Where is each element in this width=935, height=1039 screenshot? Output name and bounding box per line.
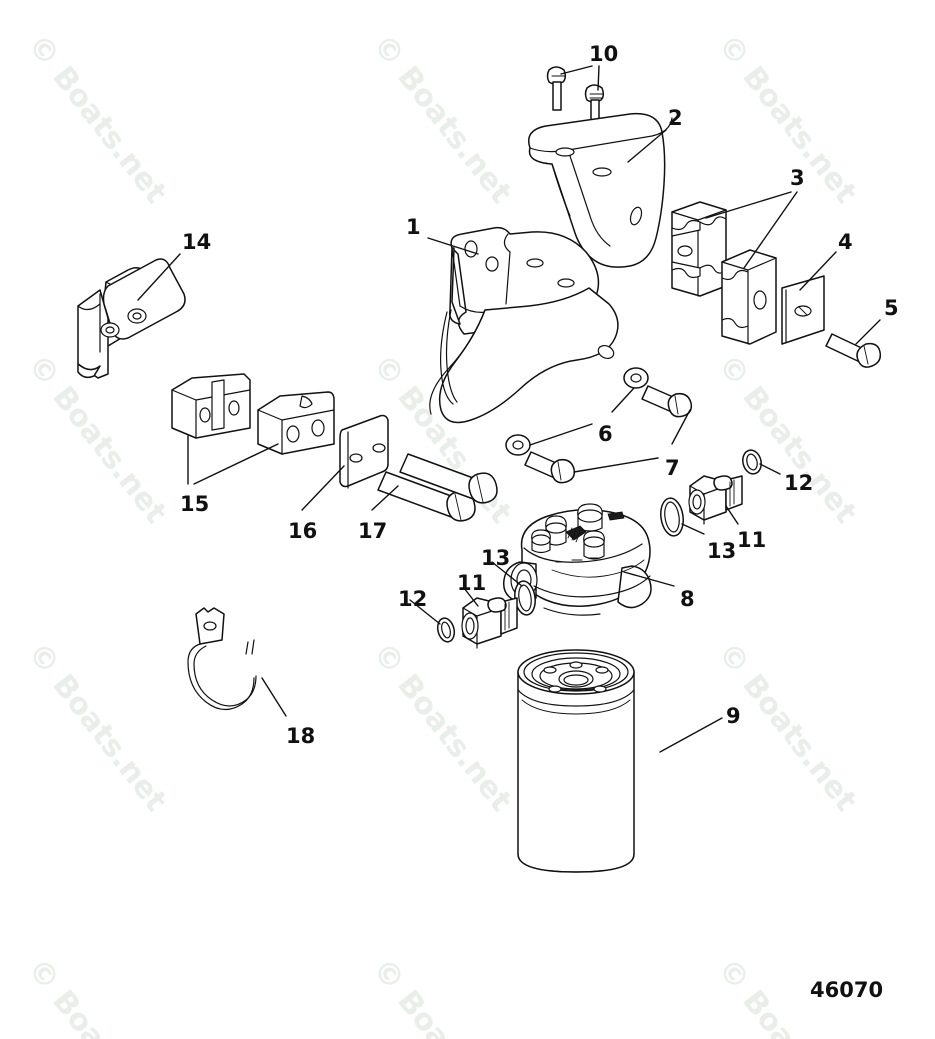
part-fuel-filter-canister [517,649,635,873]
part-hex-bolt-short-1 [641,385,693,418]
part-mounting-bracket-upper [528,112,673,268]
part-hex-bolt-short-2 [524,451,576,484]
part-anode-bracket [77,258,186,379]
part-clamp-half-2 [257,391,335,455]
part-o-ring-small-right [742,449,762,475]
part-retaining-clip [187,607,257,711]
part-spacer-plate [339,414,389,489]
part-backing-plate [781,275,825,345]
part-o-ring-small-left [436,617,456,643]
part-mounting-bracket-lower [429,226,619,424]
part-hex-bolt-long [825,333,882,368]
part-o-ring-large-left [514,580,536,616]
part-flat-washer-2 [505,434,531,456]
figure-number: 46070 [810,978,884,1002]
part-hose-fitting-right [688,475,743,525]
part-hex-bolt-medium-2 [399,453,498,504]
part-hose-fitting-left [461,597,518,649]
part-clamp-block-2 [721,249,777,345]
part-o-ring-large-right [660,497,684,537]
part-clamp-block-1 [671,201,727,297]
part-flat-washer-1 [623,367,649,389]
part-clamp-half-1 [171,373,251,439]
part-hex-bolt-medium-1 [377,471,476,522]
part-hex-bolt-bracket-1 [546,66,567,111]
leader-lines [137,65,881,753]
part-fuel-filter-valve-body [502,503,652,616]
